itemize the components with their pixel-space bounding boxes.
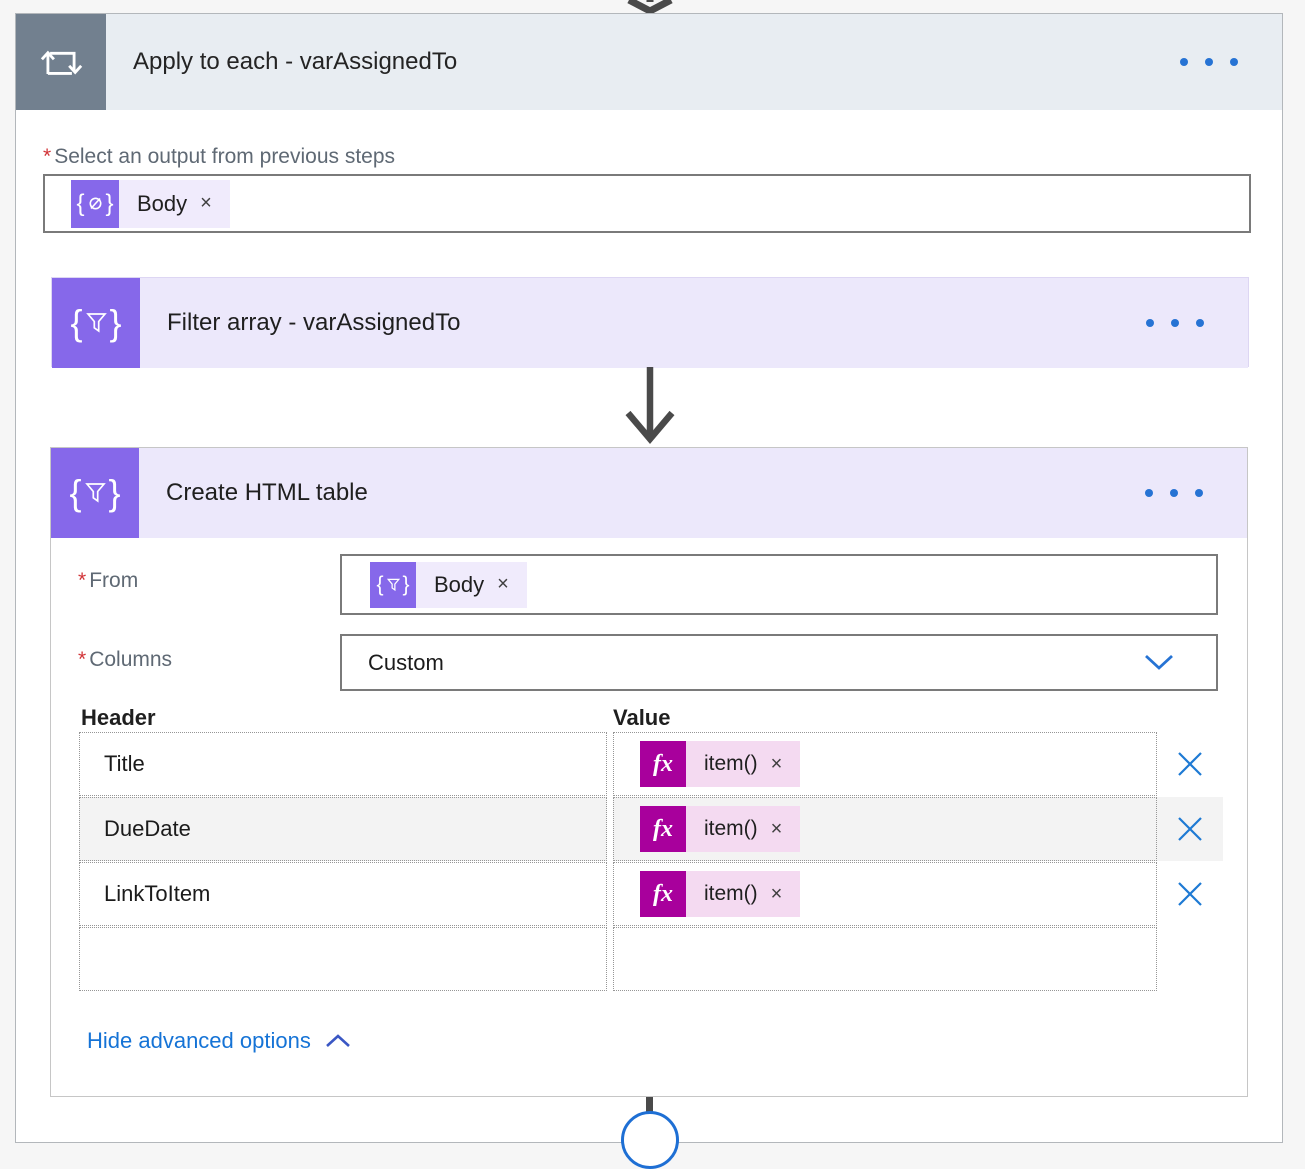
expression-token[interactable]: fx item() ×: [640, 806, 800, 852]
required-asterisk: *: [78, 648, 86, 671]
columns-field-label: *Columns: [78, 648, 172, 672]
create-html-table-header[interactable]: {} Create HTML table: [51, 448, 1247, 538]
table-row: LinkToItem fx item() ×: [79, 862, 1225, 926]
header-cell-input[interactable]: DueDate: [79, 797, 607, 861]
header-cell-input[interactable]: LinkToItem: [79, 862, 607, 926]
token-label: Body: [137, 191, 187, 217]
menu-ellipsis-icon: [1146, 319, 1154, 327]
delete-row-icon: [1176, 750, 1204, 778]
output-field[interactable]: {} Body ×: [43, 174, 1251, 233]
token-label: item(): [704, 882, 758, 906]
apply-to-each-title: Apply to each - varAssignedTo: [133, 48, 457, 76]
create-html-table-card: {} Create HTML table *From {} Body × *Co…: [50, 447, 1248, 1097]
table-row: Title fx item() ×: [79, 732, 1225, 796]
token-remove-icon[interactable]: ×: [771, 883, 783, 906]
menu-ellipsis-icon: [1180, 58, 1188, 66]
table-value-column-label: Value: [613, 705, 670, 731]
token-label: Body: [434, 572, 484, 598]
filter-array-title: Filter array - varAssignedTo: [167, 309, 460, 337]
value-cell-input[interactable]: fx item() ×: [613, 797, 1157, 861]
columns-selected-value: Custom: [368, 650, 444, 676]
required-asterisk: *: [78, 569, 86, 592]
value-cell-input[interactable]: fx item() ×: [613, 862, 1157, 926]
create-html-table-title: Create HTML table: [166, 479, 368, 507]
expression-token[interactable]: fx item() ×: [640, 741, 800, 787]
token-remove-icon[interactable]: ×: [771, 818, 783, 841]
value-cell-input[interactable]: [613, 927, 1157, 991]
filter-braces-icon: {}: [370, 562, 416, 608]
insert-step-button[interactable]: [621, 1111, 679, 1169]
chevron-down-icon: [1144, 654, 1174, 671]
apply-to-each-menu-button[interactable]: [1180, 58, 1238, 66]
filter-array-card: {} Filter array - varAssignedTo: [51, 277, 1249, 367]
value-cell-input[interactable]: fx item() ×: [613, 732, 1157, 796]
apply-to-each-header[interactable]: Apply to each - varAssignedTo: [16, 14, 1282, 110]
token-remove-icon[interactable]: ×: [497, 573, 509, 596]
delete-row-button[interactable]: [1157, 732, 1223, 796]
create-html-table-menu-button[interactable]: [1145, 489, 1203, 497]
token-label: item(): [704, 817, 758, 841]
connector-arrow: [622, 367, 678, 445]
from-body-token[interactable]: {} Body ×: [370, 562, 527, 608]
from-field[interactable]: {} Body ×: [340, 554, 1218, 615]
dynamic-content-icon: {}: [71, 180, 119, 228]
table-header-column-label: Header: [81, 705, 156, 731]
header-cell-input[interactable]: Title: [79, 732, 607, 796]
hide-advanced-options-link[interactable]: Hide advanced options: [87, 1028, 351, 1054]
delete-row-button[interactable]: [1157, 797, 1223, 861]
delete-row-icon: [1176, 815, 1204, 843]
delete-row-icon: [1176, 880, 1204, 908]
menu-ellipsis-icon: [1145, 489, 1153, 497]
chevron-up-icon: [325, 1034, 351, 1048]
dynamic-content-token[interactable]: {} Body ×: [71, 180, 230, 228]
expression-token[interactable]: fx item() ×: [640, 871, 800, 917]
table-row: [79, 927, 1225, 991]
table-row: DueDate fx item() ×: [79, 797, 1225, 861]
required-asterisk: *: [43, 145, 51, 168]
filter-array-menu-button[interactable]: [1146, 319, 1204, 327]
from-field-label: *From: [78, 569, 138, 593]
filter-braces-icon: {}: [51, 448, 139, 538]
header-cell-input[interactable]: [79, 927, 607, 991]
delete-row-button[interactable]: [1157, 862, 1223, 926]
fx-icon: fx: [640, 806, 686, 852]
output-field-label: *Select an output from previous steps: [43, 145, 395, 169]
fx-icon: fx: [640, 871, 686, 917]
fx-icon: fx: [640, 741, 686, 787]
filter-braces-icon: {}: [52, 278, 140, 368]
filter-array-header[interactable]: {} Filter array - varAssignedTo: [52, 278, 1248, 368]
token-remove-icon[interactable]: ×: [771, 753, 783, 776]
token-label: item(): [704, 752, 758, 776]
token-remove-icon[interactable]: ×: [200, 192, 212, 215]
columns-dropdown[interactable]: Custom: [340, 634, 1218, 691]
incoming-connector-arrow: [622, 0, 678, 14]
loop-icon: [16, 14, 106, 110]
